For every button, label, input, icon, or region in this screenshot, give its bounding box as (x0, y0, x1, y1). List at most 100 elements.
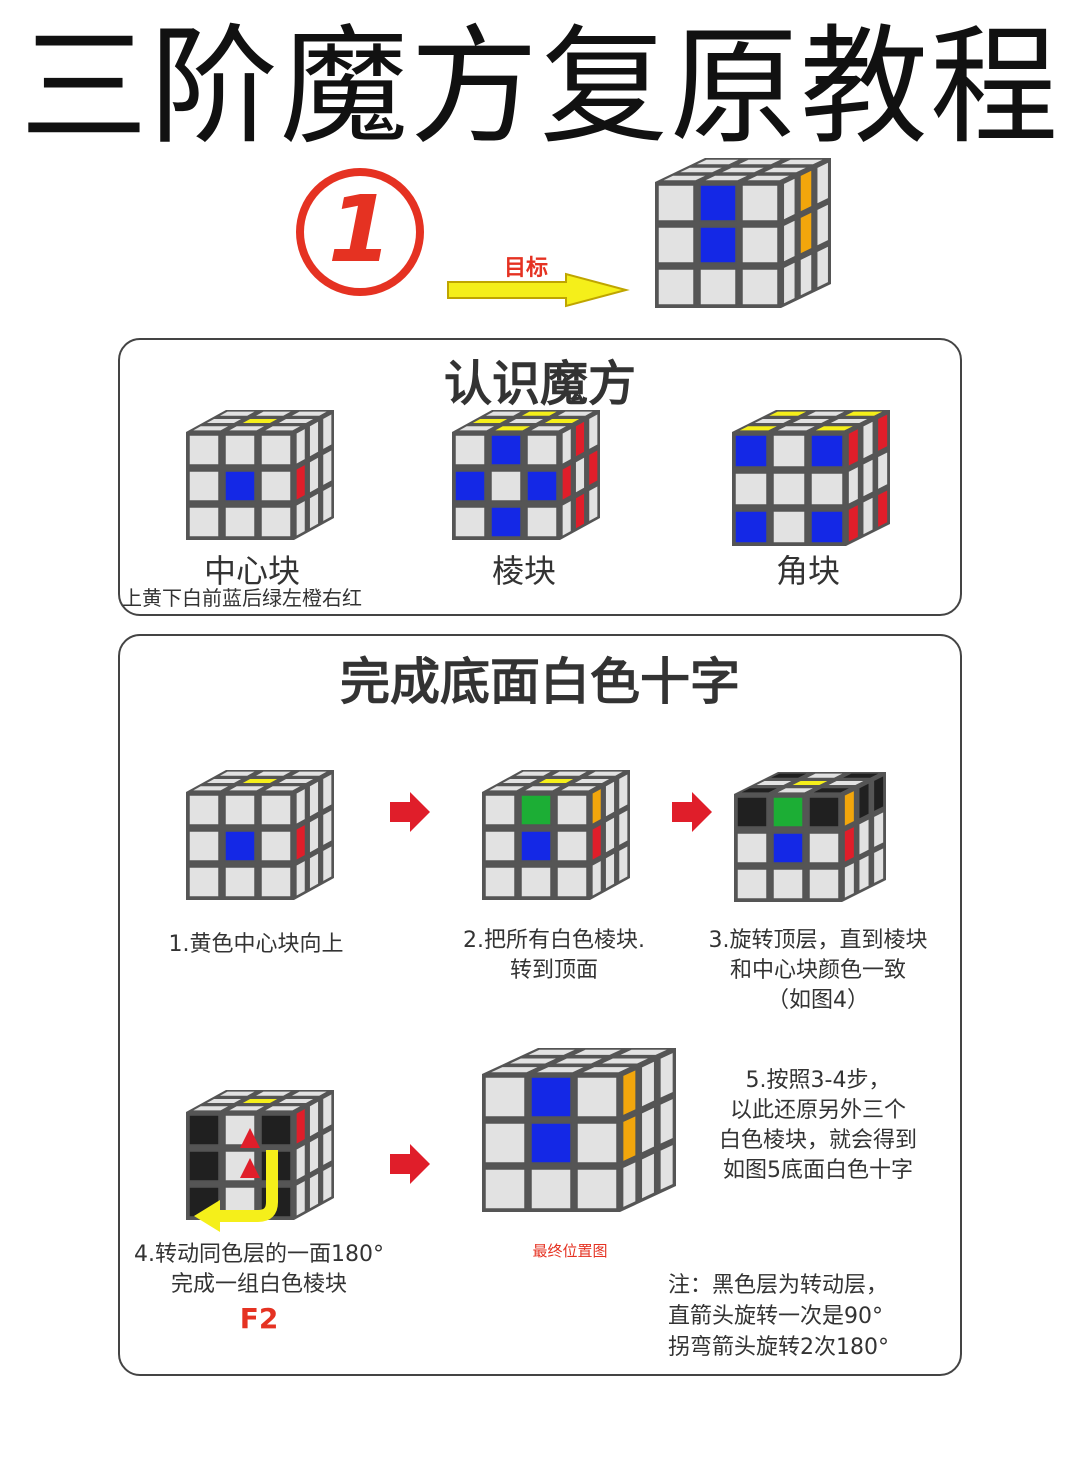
cube-facelet (604, 779, 616, 819)
cube-facelet (872, 773, 885, 814)
cube-facelet (260, 830, 292, 862)
cube-facelet (454, 470, 486, 502)
step4-caption: 4.转动同色层的一面180° 完成一组白色棱块 F2 (114, 1240, 404, 1334)
cube-facelet (574, 419, 586, 459)
cube-facelet (736, 424, 781, 432)
cube-facelet (876, 450, 889, 492)
cube-facelet (308, 779, 320, 819)
turn-arrow-head-icon (194, 1200, 220, 1232)
cube-facelet (574, 491, 586, 531)
cube-facelet (295, 786, 307, 827)
cube-facelet (489, 424, 534, 432)
cube-facelet (484, 794, 516, 826)
cube-facelet (236, 777, 284, 785)
cube-facelet (260, 1114, 292, 1146)
step2-caption: 2.把所有白色棱块. 转到顶面 (436, 926, 672, 986)
cube-facelet (308, 851, 320, 891)
step2-cube (482, 770, 630, 900)
cube-facelet (772, 868, 804, 900)
caption-line: 以此还原另外三个 (729, 1098, 906, 1123)
cube-facelet (579, 1065, 634, 1074)
cube-facelet (718, 166, 768, 174)
cube-facelet (799, 252, 813, 298)
cube-facelet (815, 244, 830, 290)
cube-facelet (810, 434, 844, 468)
cube-facelet (520, 794, 552, 826)
cube-facelet (587, 483, 599, 524)
cube-facelet (530, 1168, 572, 1210)
cube-facelet (252, 410, 297, 418)
cube-facelet (847, 502, 860, 544)
cube-facelet (812, 424, 857, 432)
cube-facelet (843, 860, 856, 901)
cube-facelet (857, 817, 871, 857)
center-piece-cube (186, 410, 334, 540)
cube-facelet (259, 1104, 304, 1112)
cube-facelet (556, 866, 588, 898)
cube-facelet (223, 424, 268, 432)
cube-facelet (200, 1097, 248, 1105)
cube-facelet (187, 784, 232, 792)
cube-facelet (808, 796, 840, 828)
cube-facelet (736, 832, 768, 864)
cube-facelet (454, 506, 486, 538)
cube-facelet (321, 1091, 333, 1132)
cube-facelet (676, 166, 726, 174)
cube-facelet (777, 158, 826, 166)
cube-facelet (556, 830, 588, 862)
center-piece-label: 中心块 (203, 552, 300, 590)
cube-facelet (774, 786, 817, 794)
edge-piece-label: 棱块 (491, 552, 556, 590)
cube-facelet (861, 419, 875, 461)
cube-facelet (188, 794, 220, 826)
cube-facelet (188, 1114, 220, 1146)
cube-facelet (224, 830, 256, 862)
caption-line: 转到顶面 (509, 958, 598, 983)
white-cross-title: 完成底面白色十字 (340, 653, 740, 711)
cube-facelet (810, 472, 844, 506)
cube-facelet (841, 410, 886, 418)
know-cube-panel (118, 338, 962, 616)
cube-facelet (699, 184, 737, 222)
cube-facelet (734, 434, 768, 468)
cube-facelet (530, 1122, 572, 1164)
caption-line: 如图5底面白色十字 (723, 1158, 913, 1183)
cube-facelet (734, 472, 768, 506)
cube-facelet (736, 796, 768, 828)
cube-facelet (496, 777, 544, 785)
cube-facelet (502, 417, 550, 425)
cube-facelet (224, 470, 256, 502)
cube-facelet (799, 168, 813, 214)
cube-facelet (774, 424, 819, 432)
cube-facelet (839, 772, 882, 780)
cube-facelet (525, 424, 570, 432)
cube-facelet (453, 424, 498, 432)
cube-facelet (454, 434, 486, 466)
cube-facelet (260, 470, 292, 502)
cube-facelet (876, 488, 889, 530)
cube-facelet (847, 464, 860, 506)
cube-facelet (808, 832, 840, 864)
cube-facelet (321, 411, 333, 452)
cube-facelet (308, 419, 320, 459)
rotation-note: 注：黑色层为转动层， 直箭头旋转一次是90° 拐弯箭头旋转2次180° (668, 1270, 944, 1363)
cube-facelet (321, 483, 333, 524)
cube-facelet (584, 770, 629, 778)
caption-line: 和中心块颜色一致 (729, 958, 906, 983)
caption-line: 4.转动同色层的一面180° (134, 1242, 384, 1267)
turn-arrow-icon (220, 1150, 278, 1222)
cube-facelet (272, 417, 320, 425)
cube-facelet (288, 1090, 333, 1098)
cube-facelet (260, 434, 292, 466)
cube-facelet (738, 786, 781, 794)
cube-facelet (657, 184, 695, 222)
cube-facelet (288, 410, 333, 418)
cube-facelet (640, 1151, 656, 1201)
caption-line: 注：黑色层为转动层， (668, 1273, 889, 1298)
cube-facelet (188, 434, 220, 466)
cube-facelet (223, 1104, 268, 1112)
cube-facelet (548, 770, 593, 778)
cube-facelet (321, 807, 333, 848)
caption-line: 2.把所有白色棱块. (463, 928, 645, 953)
cube-facelet (741, 184, 779, 222)
